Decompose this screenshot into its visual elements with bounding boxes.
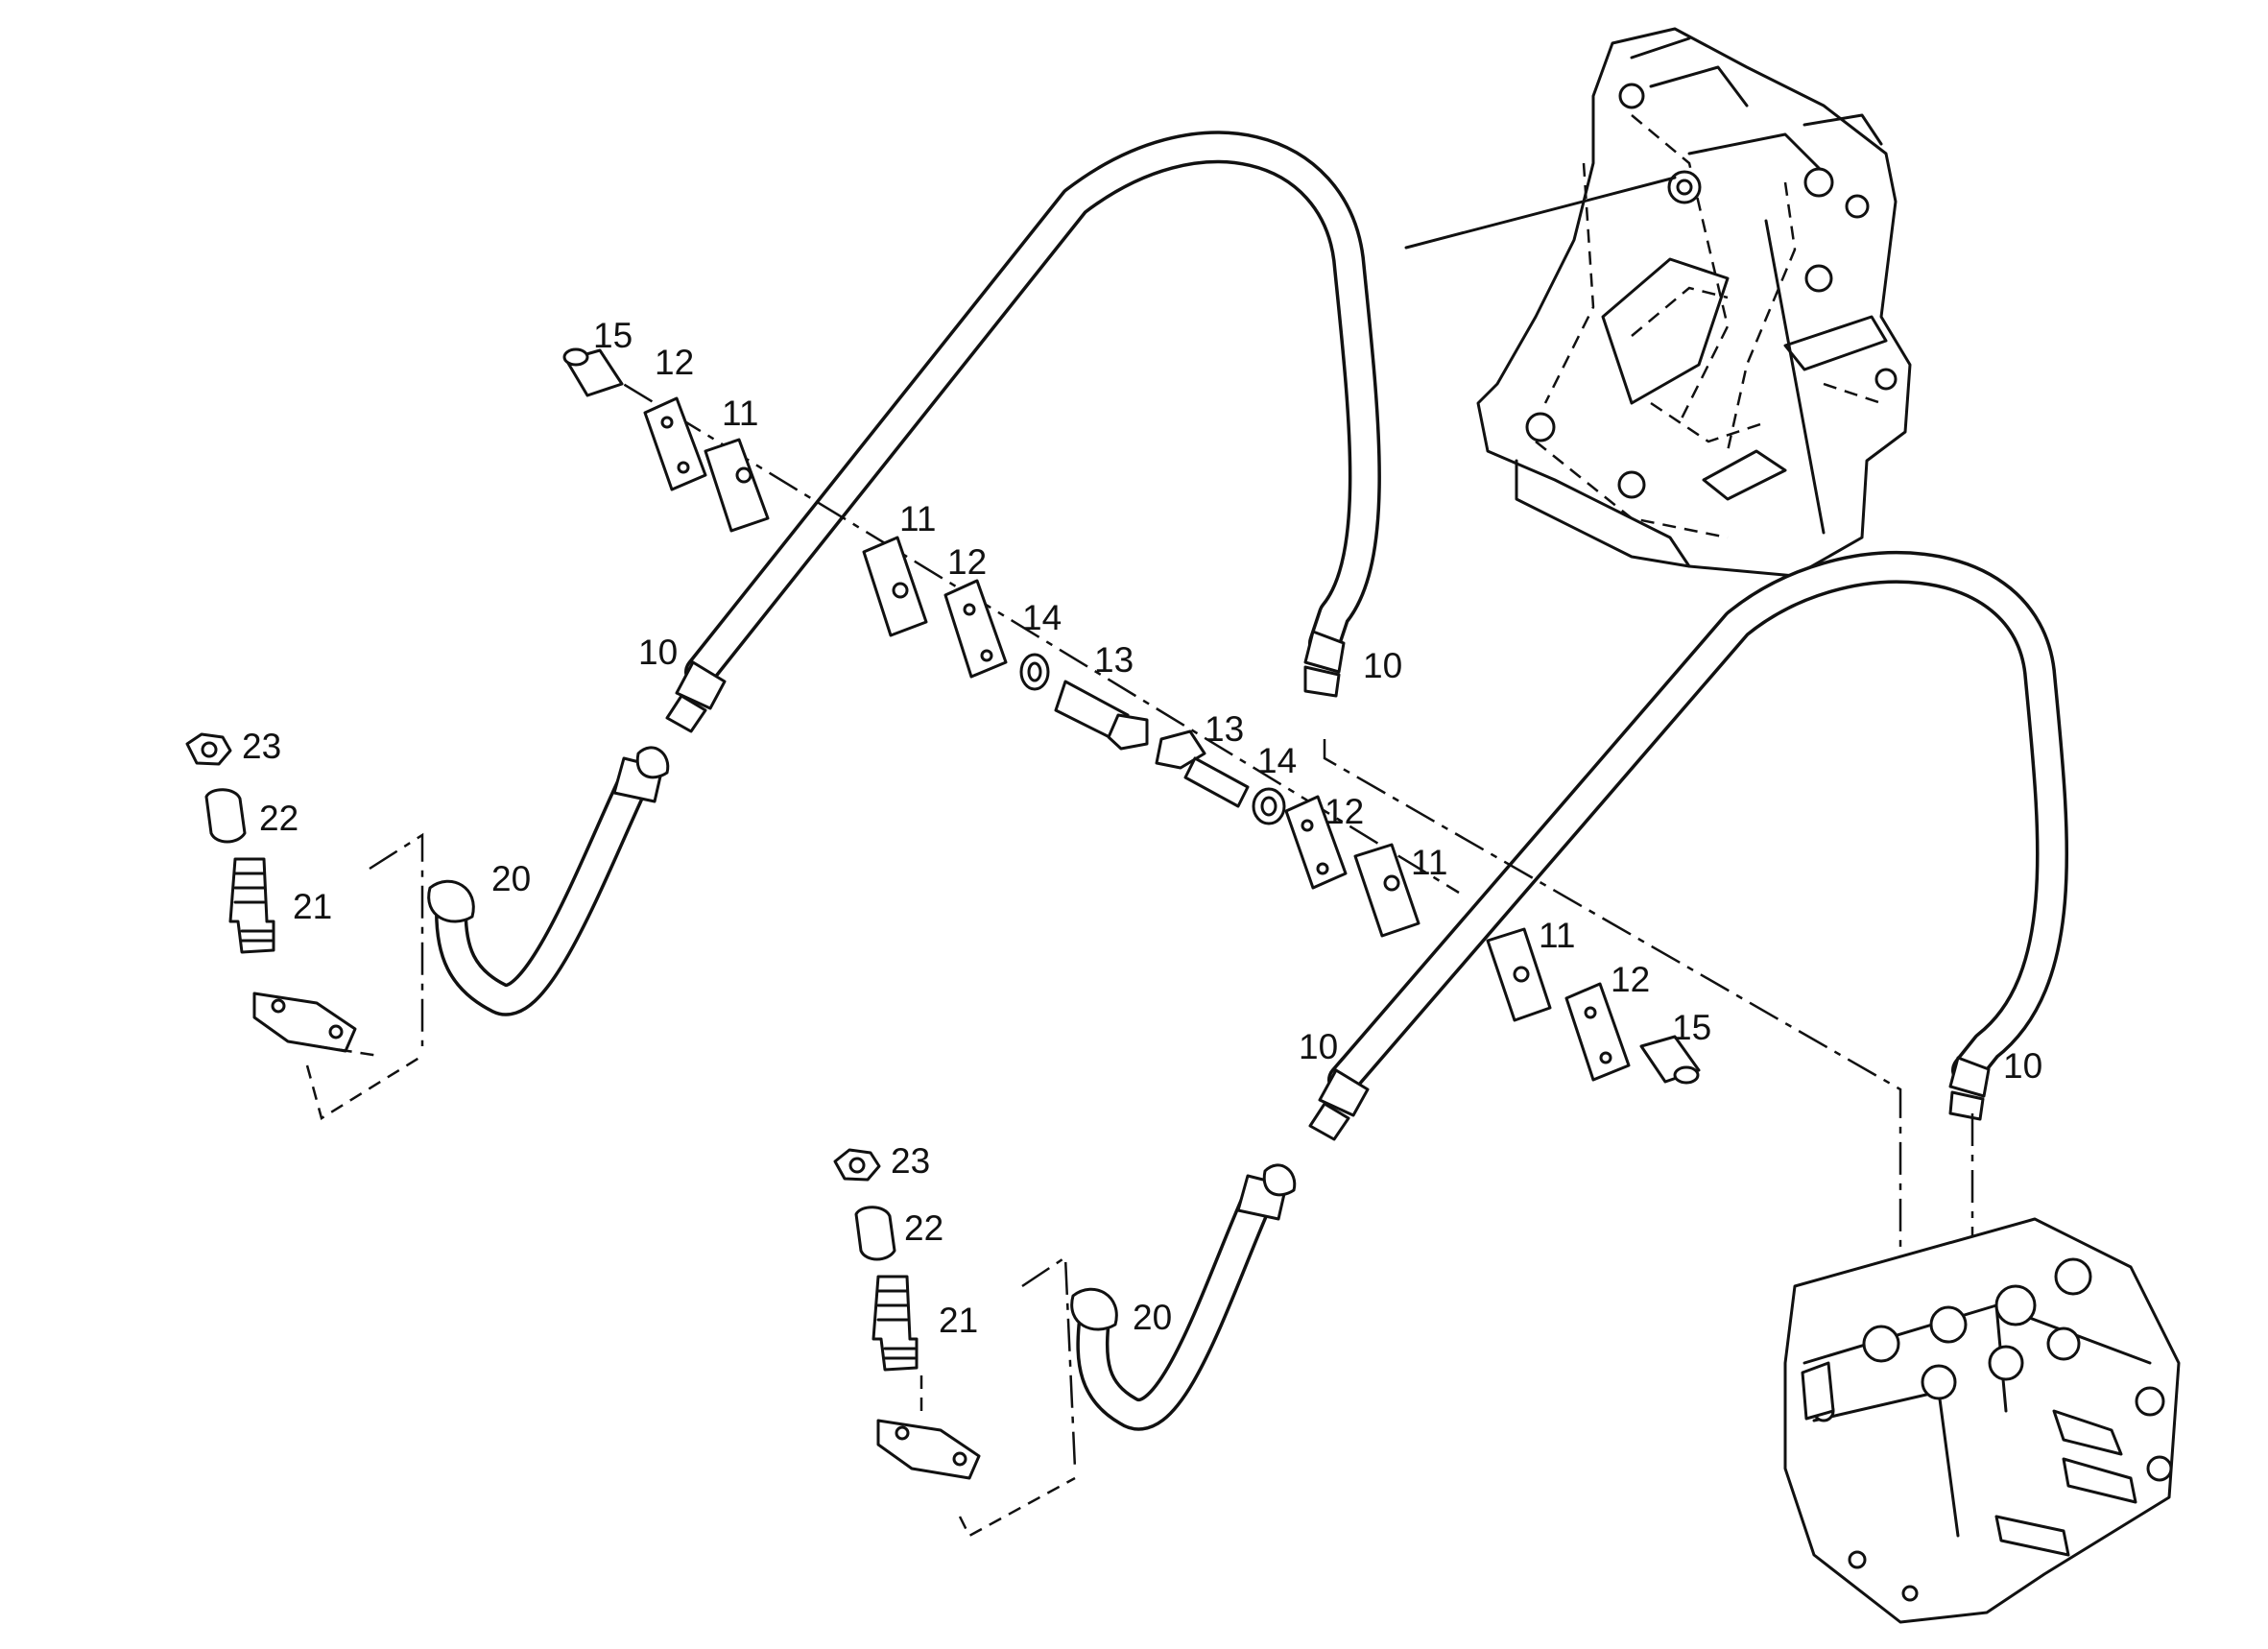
callout-12: 12 — [655, 343, 694, 382]
callout-10: 10 — [638, 633, 678, 672]
callout-12: 12 — [1325, 792, 1364, 831]
clamp-group-lower-middle — [1155, 729, 1420, 938]
callout-10: 10 — [2003, 1046, 2042, 1086]
clamp-half-11 — [704, 438, 770, 533]
callout-15: 15 — [593, 316, 633, 355]
callout-14: 14 — [1022, 598, 1062, 637]
hose-upper — [665, 131, 1381, 733]
routing-line-left — [369, 832, 424, 1046]
callout-23: 23 — [891, 1141, 930, 1181]
callout-10: 10 — [1363, 646, 1402, 685]
routing-line-right — [1323, 739, 1902, 1315]
callout-12: 12 — [1611, 960, 1650, 999]
callout-11: 11 — [722, 394, 758, 433]
hose-lower — [1308, 551, 2068, 1141]
callout-11: 11 — [1539, 916, 1575, 955]
clamp-plate-12 — [643, 396, 707, 491]
callout-22: 22 — [259, 799, 298, 838]
callout-13: 13 — [1094, 640, 1134, 680]
hose-20-upper — [427, 746, 670, 1016]
callout-labels: 10 10 10 10 11 11 11 11 12 12 12 12 13 1… — [242, 316, 2042, 1340]
callout-12: 12 — [947, 542, 987, 582]
fitting-stack-left — [185, 732, 423, 1120]
callout-20: 20 — [1133, 1298, 1172, 1337]
routing-line-lower — [1021, 1255, 1077, 1470]
fitting-stack-lower — [833, 1148, 1076, 1538]
callout-14: 14 — [1257, 741, 1297, 780]
callout-15: 15 — [1672, 1008, 1711, 1047]
callout-20: 20 — [491, 859, 531, 898]
hose-20-lower — [1070, 1163, 1297, 1431]
callout-21: 21 — [293, 887, 332, 926]
leader-line-frame-upper — [1404, 176, 1677, 250]
callout-21: 21 — [939, 1301, 978, 1340]
callout-13: 13 — [1205, 709, 1244, 749]
callout-10: 10 — [1299, 1027, 1338, 1066]
clamp-group-top-left — [562, 347, 770, 533]
callout-22: 22 — [904, 1208, 943, 1248]
control-valve — [1783, 1217, 2181, 1624]
callout-11: 11 — [899, 499, 936, 538]
callout-23: 23 — [242, 727, 281, 766]
loader-frame — [1476, 27, 1912, 578]
leader-line-frame-lower — [1764, 219, 1826, 535]
callout-11: 11 — [1411, 843, 1447, 882]
clamp-group-lower-right — [1486, 927, 1701, 1085]
clamp-group-middle — [862, 536, 1149, 751]
